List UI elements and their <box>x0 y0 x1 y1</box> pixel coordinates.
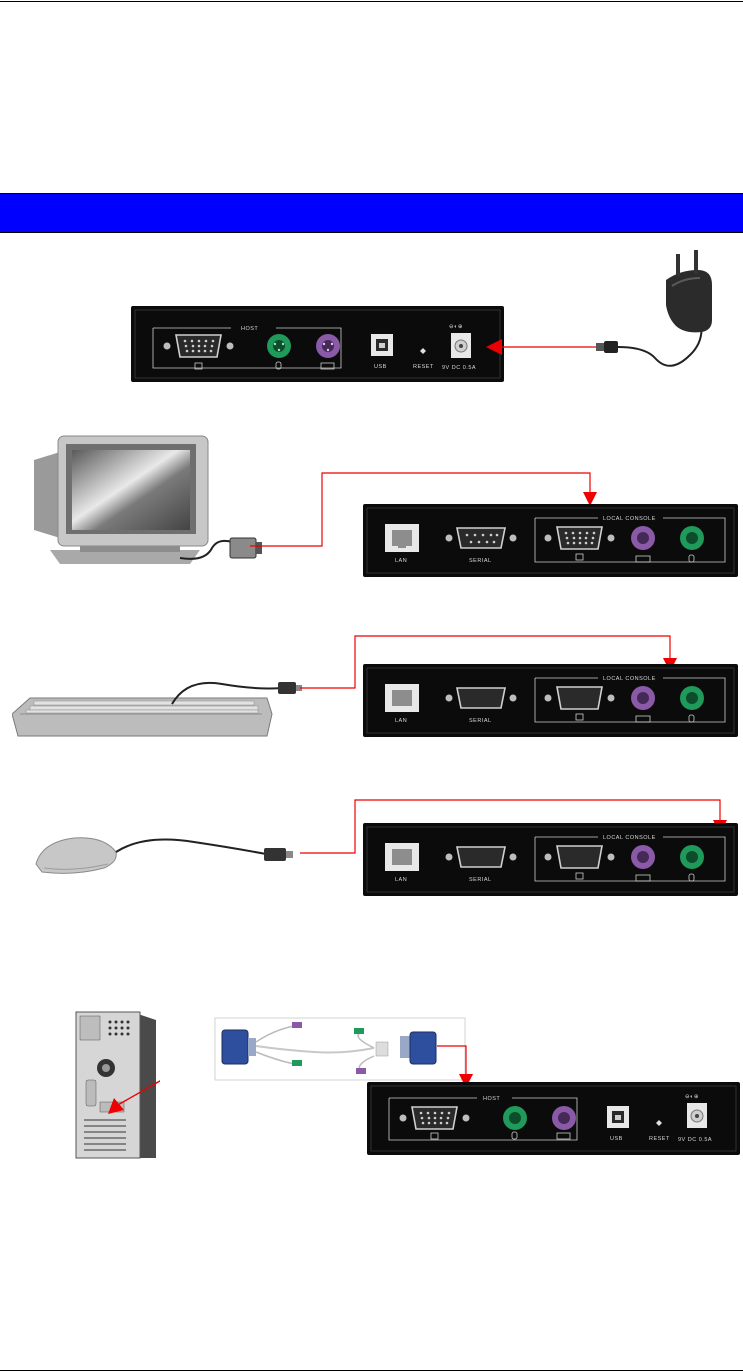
host-rear-panel-2: HOST USB RESET ⊖◐⊕ 9V DC 0.5A <box>367 1082 740 1155</box>
host-vga-port[interactable] <box>164 335 234 369</box>
dc-plug-icon <box>604 341 618 353</box>
keyboard-illustration <box>12 668 312 740</box>
svg-text:USB: USB <box>610 1136 623 1142</box>
svg-text:LAN: LAN <box>395 877 407 883</box>
host-title: HOST <box>241 326 258 332</box>
console-rear-panel-2: LOCAL CONSOLE LAN SERIAL <box>363 664 738 737</box>
svg-text:RESET: RESET <box>649 1136 670 1142</box>
mouse-icon <box>689 555 694 562</box>
ps2-plug-icon <box>264 848 286 861</box>
lan-port[interactable]: LAN <box>385 524 419 564</box>
console-ps2-keyboard-port[interactable] <box>631 526 655 562</box>
serial-port[interactable]: SERIAL <box>446 528 517 564</box>
console-ps2-mouse-port[interactable] <box>680 526 704 562</box>
arrow-head <box>486 339 502 355</box>
svg-text:9V DC 0.5A: 9V DC 0.5A <box>678 1137 712 1143</box>
section-heading-band <box>0 193 743 233</box>
keyboard-icon <box>636 556 650 562</box>
console-rear-panel-3: LOCAL CONSOLE LAN SERIAL <box>363 823 738 896</box>
mouse-illustration <box>34 828 314 878</box>
host-usb-port[interactable]: USB <box>371 334 393 370</box>
host-ps2-keyboard-port[interactable] <box>316 334 340 369</box>
host-reset-button[interactable]: RESET <box>413 348 434 370</box>
top-rule <box>0 1 743 2</box>
svg-text:⊖◐⊕: ⊖◐⊕ <box>685 1094 699 1100</box>
svg-text:SERIAL: SERIAL <box>469 718 492 724</box>
svg-text:LAN: LAN <box>395 718 407 724</box>
host-usb-label: USB <box>374 364 387 370</box>
monitor-icon <box>576 554 583 560</box>
svg-text:HOST: HOST <box>483 1096 500 1102</box>
host-reset-label: RESET <box>413 364 434 370</box>
ps2-plug-icon <box>278 682 296 694</box>
host-rear-panel: HOST <box>131 306 504 382</box>
pc-tower-illustration <box>70 1010 160 1162</box>
console-title: LOCAL CONSOLE <box>603 516 656 522</box>
console-vga-port[interactable] <box>545 527 615 560</box>
host-power-label: 9V DC 0.5A <box>442 365 476 371</box>
host-ps2-mouse-port[interactable] <box>267 334 291 369</box>
crt-monitor-illustration <box>20 430 280 570</box>
power-adapter-illustration <box>480 250 743 380</box>
bottom-rule <box>0 1370 743 1371</box>
svg-text:SERIAL: SERIAL <box>469 558 492 564</box>
host-power-jack[interactable]: ⊖◐⊕ 9V DC 0.5A <box>442 324 476 371</box>
console-rear-panel-1: LOCAL CONSOLE LAN SERIAL <box>363 504 738 577</box>
svg-text:SERIAL: SERIAL <box>469 877 492 883</box>
svg-text:LOCAL CONSOLE: LOCAL CONSOLE <box>603 676 656 682</box>
svg-text:LOCAL CONSOLE: LOCAL CONSOLE <box>603 835 656 841</box>
svg-text:⊖◐⊕: ⊖◐⊕ <box>449 324 463 330</box>
svg-text:LAN: LAN <box>395 558 407 564</box>
